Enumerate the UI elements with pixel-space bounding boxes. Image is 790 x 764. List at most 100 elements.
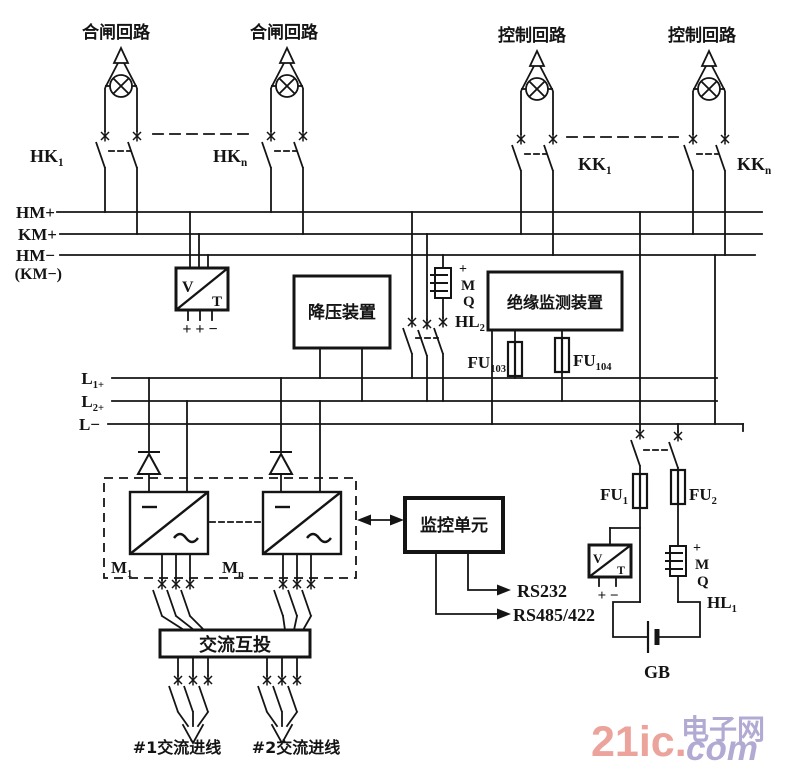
switch-label-hkn: HKn — [213, 146, 248, 169]
switch-icon — [544, 134, 557, 172]
lamp-label-hl1: HL1 — [707, 593, 737, 615]
switch-icon — [184, 675, 197, 713]
fuse-label-fu103: FU103 — [468, 353, 506, 375]
closing-circuit-n-label: 合闸回路 — [250, 22, 319, 43]
battery-icon — [648, 621, 657, 653]
hl2-q-label: Q — [463, 294, 475, 310]
arrow-right-icon — [497, 608, 511, 620]
switch-icon — [167, 579, 180, 617]
switch-icon — [169, 675, 182, 713]
hl1-m-label: M — [695, 557, 709, 573]
diode-icon — [269, 451, 293, 475]
ac-feed-arrow-icon — [181, 723, 205, 745]
insulation-monitor-box — [486, 270, 624, 332]
insulation-monitor-label: 绝缘监测装置 — [507, 293, 603, 312]
watermark-tld: com — [686, 729, 758, 764]
lamp-icon — [520, 50, 554, 136]
transducer-t-label: T — [617, 563, 625, 577]
lamp-icon — [270, 47, 304, 133]
dc-bus-lines: HM+ KM+ HM− (KM−) L1+ L2+ L− — [15, 203, 763, 434]
lamp-icon — [104, 47, 138, 133]
hl1-q-label: Q — [697, 574, 709, 590]
monitor-unit: 监控单元 RS232 RS485/422 — [357, 496, 595, 625]
signal-lamp-icon — [664, 545, 687, 577]
control-circuit-n-label: 控制回路 — [668, 25, 737, 46]
switch-icon — [403, 317, 416, 355]
switch-icon — [153, 579, 166, 617]
bus-label-hm-plus: HM+ — [16, 203, 55, 222]
lamp-label-hl2: HL2 — [455, 312, 485, 334]
switch-icon — [669, 431, 682, 469]
ac-feed-label-1: #1交流进线 — [133, 738, 222, 757]
rectifier-module-icon — [261, 490, 343, 556]
arrow-left-icon — [357, 514, 371, 526]
bus-label-km-plus: KM+ — [18, 225, 57, 244]
bus-tie-switch-group: + M Q HL2 — [403, 211, 485, 402]
closing-circuit-1: 合闸回路 HK1 — [30, 22, 151, 235]
switch-icon — [274, 579, 287, 617]
switch-icon — [716, 134, 729, 172]
arrow-right-icon — [497, 584, 511, 596]
control-circuit-1: 控制回路 KK1 — [498, 25, 612, 256]
ac-transfer-label: 交流互投 — [199, 634, 271, 656]
stepdown-box — [292, 274, 392, 350]
bus-label-l1: L1+ — [81, 369, 104, 391]
transducer-t-label: T — [212, 294, 222, 310]
switch-icon — [273, 675, 286, 713]
battery-label-gb: GB — [644, 662, 670, 682]
watermark-brand: 21ic. — [591, 718, 687, 764]
hl2-plus-label: + — [459, 262, 467, 277]
fuse-icon — [631, 472, 649, 510]
battery-branch: FU1 FU2 V T + − + M Q HL1 GB — [587, 211, 737, 682]
switch-icon — [684, 134, 697, 172]
modules-dashed-enclosure — [103, 477, 357, 579]
switch-icon — [96, 131, 109, 169]
ac-feed-arrow-icon — [270, 723, 294, 745]
arrow-right-icon — [390, 514, 404, 526]
control-circuit-1-label: 控制回路 — [498, 25, 567, 46]
closing-circuit-n: 合闸回路 HKn — [152, 22, 319, 235]
module-label-m1: M1 — [111, 558, 132, 580]
switch-icon — [262, 131, 275, 169]
hl2-m-label: M — [461, 278, 475, 294]
rectifier-module-icon — [128, 490, 210, 556]
watermark-logo: 21ic. 电子网 com — [591, 713, 765, 764]
ac-transfer-section: 交流互投 #1交流进线 #2交流进线 — [133, 553, 340, 757]
switch-icon — [288, 675, 301, 713]
lamp-icon — [692, 50, 726, 136]
switch-label-kk1: KK1 — [578, 154, 612, 177]
transducer-terminals: + + − — [182, 321, 217, 338]
switch-label-hk1: HK1 — [30, 146, 64, 169]
rectifier-modules: M1 Mn — [103, 377, 357, 580]
stepdown-device: 降压装置 — [292, 274, 392, 402]
transducer-v-label: V — [593, 551, 603, 566]
insulation-monitor-device: 绝缘监测装置 FU103 FU104 — [468, 270, 624, 425]
bus-label-hm-minus: HM− — [16, 246, 55, 265]
voltage-transducer-top: V T + + − — [174, 211, 230, 338]
switch-icon — [631, 429, 644, 467]
monitor-unit-box — [403, 496, 505, 554]
fuse-icon — [553, 336, 571, 374]
bus-label-l2: L2+ — [81, 392, 104, 414]
fuse-icon — [506, 340, 524, 378]
switch-icon — [434, 317, 447, 355]
transducer-v-label: V — [182, 279, 194, 296]
fuse-icon — [669, 468, 687, 506]
switch-label-kkn: KKn — [737, 154, 772, 177]
fuse-label-fu104: FU104 — [573, 351, 612, 373]
module-label-mn: Mn — [222, 558, 244, 580]
signal-lamp-icon — [429, 267, 452, 299]
switch-icon — [512, 134, 525, 172]
hl1-plus-label: + — [693, 541, 701, 556]
control-circuit-n: 控制回路 KKn — [566, 25, 772, 256]
closing-circuit-1-label: 合闸回路 — [82, 22, 151, 43]
ac-transfer-box — [158, 628, 312, 659]
watermark-cn: 电子网 — [681, 713, 765, 746]
bus-label-l-minus: L− — [79, 415, 100, 434]
switch-icon — [302, 579, 315, 617]
fuse-label-fu2: FU2 — [689, 485, 717, 507]
stepdown-label: 降压装置 — [308, 302, 376, 323]
switch-icon — [181, 579, 194, 617]
switch-icon — [288, 579, 301, 617]
